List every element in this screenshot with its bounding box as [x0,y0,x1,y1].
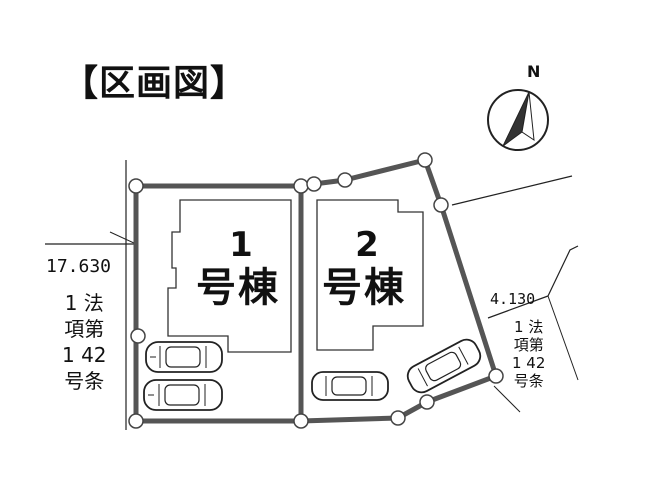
building-2-footprint [316,199,424,351]
left-road-note: 1 法 項第 1 42 号条 [62,290,107,394]
building-1-footprint [167,199,292,353]
right-road-corner-line [493,385,521,413]
left-road-width: 17.630 [46,256,112,277]
boundary-marker [419,394,435,410]
boundary-marker [130,328,146,344]
left-dimension-tick [109,231,137,245]
boundary-markers [128,152,504,429]
right-dimension-line [487,295,549,319]
left-road-note-line: 1 法 [64,291,104,315]
building-1-number: 1 [229,225,253,265]
right-road-width: 4.130 [490,290,536,308]
adjacent-boundary-line [451,175,573,206]
left-road-note-line: 項第 [64,317,105,341]
boundary-marker [337,172,353,188]
north-label: N [527,62,541,81]
right-road-note-line: 1 法 [514,318,544,336]
boundary-marker [488,368,504,384]
car-icon [143,379,223,411]
car-icon [311,371,389,401]
boundary-marker [433,197,449,213]
right-road-note: 1 法 項第 1 42 号条 [512,318,545,390]
right-road-edge-line [547,245,579,297]
car-icon [145,341,223,373]
boundary-marker [128,178,144,194]
right-road-note-line: 号条 [513,372,544,390]
boundary-marker [417,152,433,168]
north-arrow-icon [487,89,549,151]
page-title: 【区画図】 [62,63,248,104]
boundary-marker [293,178,309,194]
boundary-marker [390,410,406,426]
left-road-note-line: 号条 [64,369,105,393]
boundary-marker [293,413,309,429]
boundary-marker [128,413,144,429]
right-road-note-line: 項第 [513,336,544,354]
right-road-note-line: 1 42 [512,354,546,372]
building-1-label: 号棟 [196,265,280,311]
boundary-marker [306,176,322,192]
left-road-note-line: 1 42 [62,343,107,367]
right-road-edge-line-2 [547,295,579,381]
car-icon [406,338,482,394]
building-2-label: 号棟 [322,265,406,311]
building-2-number: 2 [355,225,379,265]
